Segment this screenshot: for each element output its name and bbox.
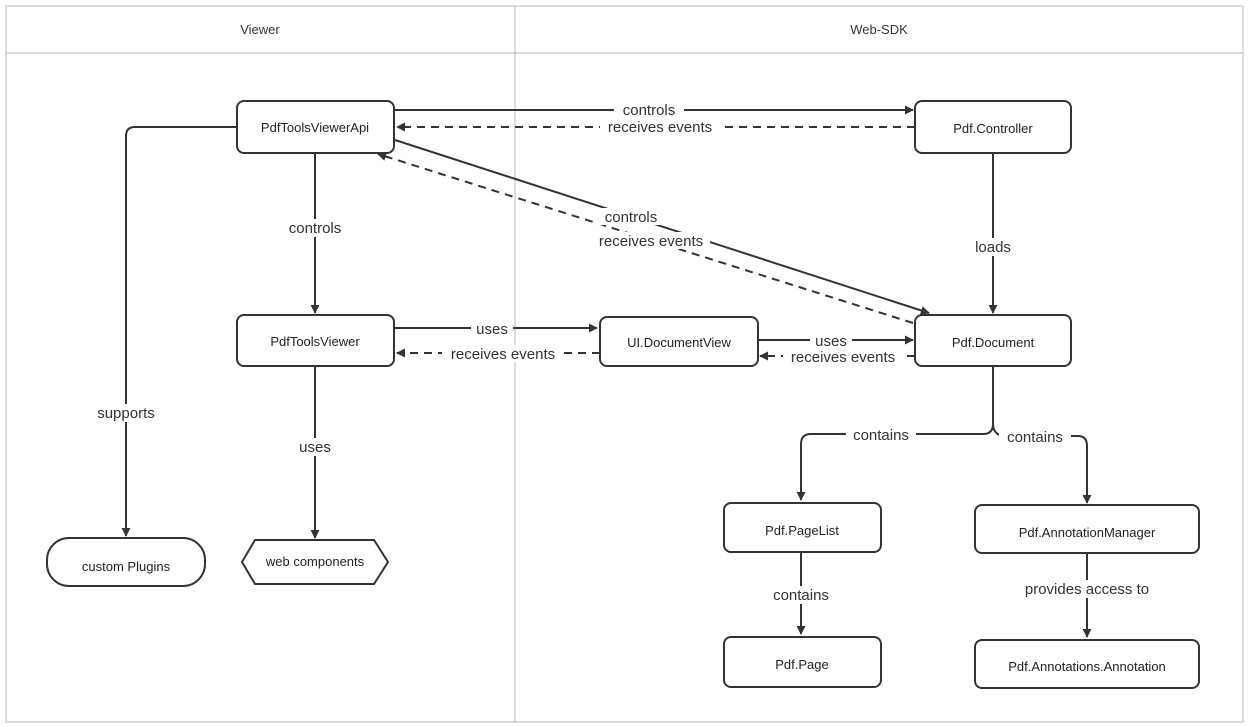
edge-label-viewer-uses-documentview: uses [476, 321, 508, 338]
edge-label-api-supports-plugins: supports [97, 405, 155, 422]
node-label-pdf-annotationmanager: Pdf.AnnotationManager [1019, 525, 1156, 540]
swimlane-frame [5, 5, 1244, 723]
node-label-pdf-page: Pdf.Page [775, 657, 829, 672]
edge-label-document-contains-annotationmanager: contains [1007, 429, 1063, 446]
node-label-web-components: web components [265, 554, 365, 569]
node-ui-documentview[interactable]: UI.DocumentView [599, 316, 759, 367]
edge-label-documentview-uses-document: uses [815, 333, 847, 350]
node-label-pdf-annotations-annotation: Pdf.Annotations.Annotation [1008, 659, 1166, 674]
node-pdf-annotationmanager[interactable]: Pdf.AnnotationManager [974, 504, 1200, 554]
node-label-pdf-document: Pdf.Document [952, 335, 1035, 350]
edge-label-document-contains-pagelist: contains [853, 427, 909, 444]
node-pdftoolsviewerapi[interactable]: PdfToolsViewerApi [236, 100, 395, 154]
edge-label-documentview-events-viewer: receives events [451, 346, 555, 363]
node-pdf-annotations-annotation[interactable]: Pdf.Annotations.Annotation [974, 639, 1200, 689]
node-pdf-page[interactable]: Pdf.Page [723, 636, 882, 688]
edge-label-controller-loads-document: loads [975, 239, 1011, 256]
node-pdftoolsviewer[interactable]: PdfToolsViewer [236, 314, 395, 367]
edge-label-document-events-documentview: receives events [791, 349, 895, 366]
edge-api-controls-document [394, 139, 930, 315]
edge-labels: controls receives events controls suppor… [91, 101, 1159, 604]
node-label-pdf-pagelist: Pdf.PageList [765, 523, 839, 538]
swimlanes: Viewer Web-SDK [5, 5, 1244, 723]
edge-api-supports-plugins [121, 126, 237, 537]
edge-label-annotationmanager-provides-annotation: provides access to [1025, 581, 1149, 598]
edge-label-api-controls-controller: controls [623, 102, 676, 119]
lane-title-viewer: Viewer [240, 22, 280, 37]
edge-label-api-controls-viewer: controls [289, 220, 342, 237]
edge-document-contains-annotationmanager [992, 423, 1092, 504]
node-pdf-controller[interactable]: Pdf.Controller [914, 100, 1072, 154]
node-pdf-document[interactable]: Pdf.Document [914, 314, 1072, 367]
node-pdf-pagelist[interactable]: Pdf.PageList [723, 502, 882, 553]
nodes: PdfToolsViewerApi PdfToolsViewer custom … [46, 100, 1200, 689]
node-custom-plugins[interactable]: custom Plugins [46, 537, 206, 587]
node-label-pdftoolsviewerapi: PdfToolsViewerApi [261, 120, 369, 135]
node-label-ui-documentview: UI.DocumentView [627, 335, 731, 350]
edge-label-pagelist-contains-page: contains [773, 587, 829, 604]
node-web-components[interactable]: web components [240, 539, 390, 585]
lane-title-websdk: Web-SDK [850, 22, 908, 37]
node-label-pdf-controller: Pdf.Controller [953, 121, 1033, 136]
node-label-pdftoolsviewer: PdfToolsViewer [270, 334, 360, 349]
edge-label-api-controls-document: controls [605, 209, 658, 226]
node-label-custom-plugins: custom Plugins [82, 559, 171, 574]
edge-label-document-events-api: receives events [599, 233, 703, 250]
edge-label-viewer-uses-webcomponents: uses [299, 439, 331, 456]
edge-label-controller-events-api: receives events [608, 119, 712, 136]
